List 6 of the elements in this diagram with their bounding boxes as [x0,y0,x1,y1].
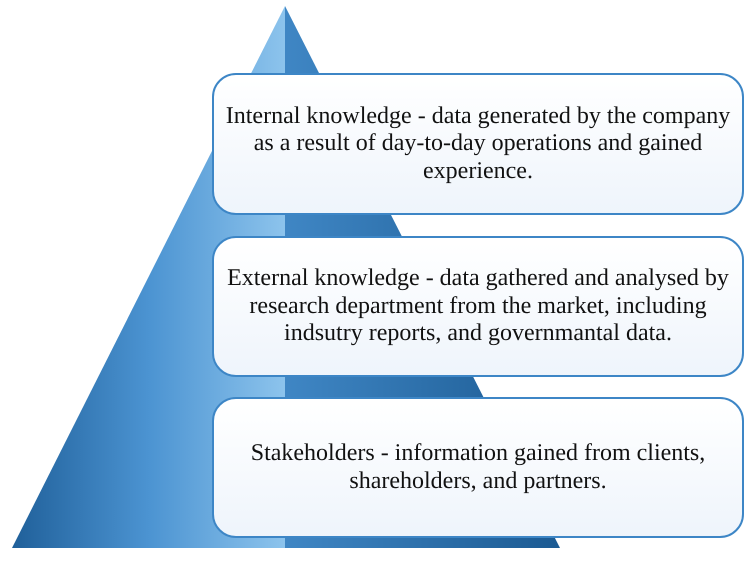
description-text: Internal knowledge - data generated by the company as a result of day-to-day operations and gained experience. [224,102,732,186]
description-text: External knowledge - data gathered and analysed by research department from the market, including indsutry reports, and governmantal data. [226,265,730,348]
text-box [212,236,744,377]
text-box [212,397,744,538]
description-text: Stakeholders - information gained from clients, shareholders, and partners. [250,440,706,496]
text-box [212,73,744,215]
